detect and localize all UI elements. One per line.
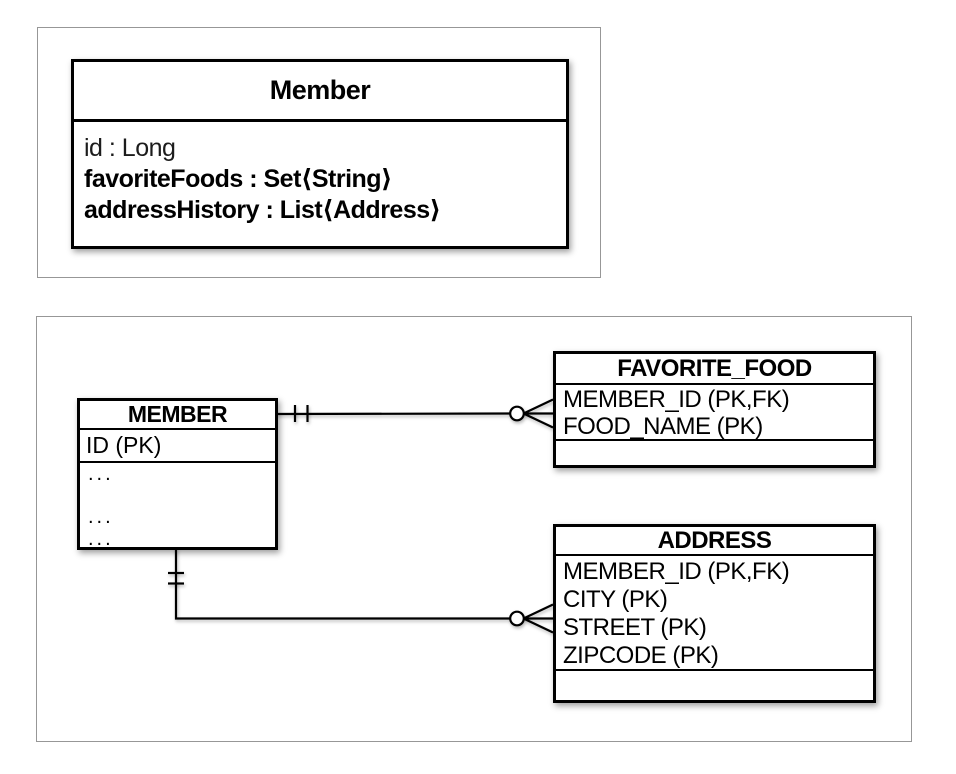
er-column-street: STREET (PK) (563, 614, 707, 641)
relationship-line (174, 548, 510, 620)
er-column-food-name: FOOD_NAME (PK) (563, 413, 763, 440)
er-table-address: ADDRESS MEMBER_ID (PK,FK) CITY (PK) STRE… (553, 524, 876, 703)
relationship-line (275, 412, 511, 416)
er-column-member-id: MEMBER_ID (PK,FK) (563, 558, 790, 585)
uml-panel: Member id : Long favoriteFoods : Set⟨Str… (37, 27, 601, 278)
er-table-address-columns: MEMBER_ID (PK,FK) CITY (PK) STREET (PK) … (556, 556, 873, 671)
uml-class-member: Member id : Long favoriteFoods : Set⟨Str… (71, 59, 569, 249)
er-table-member: MEMBER ID (PK) ... ... ... (77, 398, 278, 550)
ellipsis-row: ... (88, 527, 114, 550)
er-table-address-title: ADDRESS (556, 527, 873, 556)
ellipsis-row: ... (88, 506, 114, 528)
uml-attribute-address-history: addressHistory : List⟨Address⟩ (84, 196, 441, 224)
er-table-member-title: MEMBER (80, 401, 275, 430)
uml-attribute-id: id : Long (84, 134, 176, 162)
ellipsis-row: ... (88, 463, 114, 485)
er-column-zipcode: ZIPCODE (PK) (563, 642, 719, 669)
crow-foot-many-marker (523, 398, 554, 429)
er-column-member-id: MEMBER_ID (PK,FK) (563, 386, 790, 413)
er-table-favorite-food-columns: MEMBER_ID (PK,FK) FOOD_NAME (PK) (556, 385, 873, 441)
zero-cardinality-circle (509, 405, 525, 422)
er-column-city: CITY (PK) (563, 586, 668, 613)
er-table-member-body: ... ... ... (80, 463, 275, 550)
er-table-favorite-food: FAVORITE_FOOD MEMBER_ID (PK,FK) FOOD_NAM… (553, 351, 876, 468)
uml-class-title: Member (74, 62, 566, 122)
relationship-member-favorite-food (275, 398, 554, 429)
crow-foot-many-marker (523, 603, 554, 634)
uml-class-attributes: id : Long favoriteFoods : Set⟨String⟩ ad… (74, 122, 566, 226)
ellipsis-row (88, 486, 275, 508)
erd-panel: MEMBER ID (PK) ... ... ... FAVORITE_FOOD… (36, 316, 912, 742)
zero-cardinality-circle (509, 610, 525, 627)
relationship-member-address (168, 548, 554, 634)
er-column-id-pk: ID (PK) (80, 430, 275, 463)
uml-attribute-favorite-foods: favoriteFoods : Set⟨String⟩ (84, 165, 392, 193)
er-table-favorite-food-title: FAVORITE_FOOD (556, 354, 873, 385)
